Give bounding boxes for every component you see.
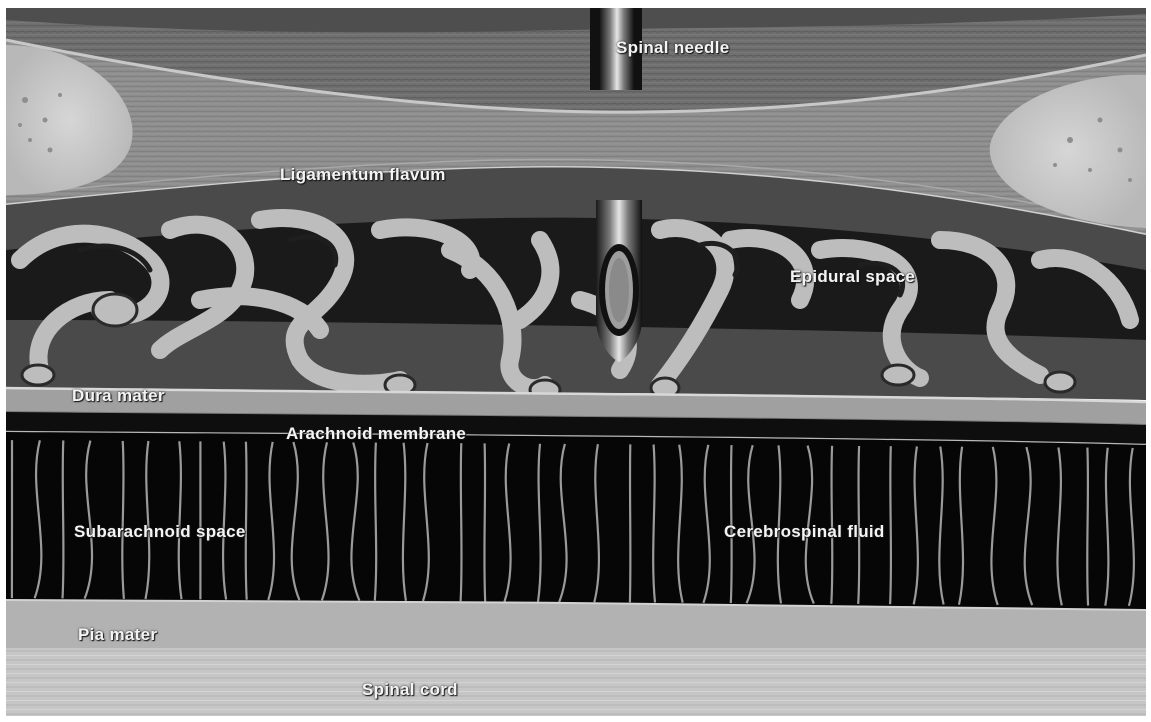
label-arachnoid-membrane: Arachnoid membrane [286,424,466,444]
subarachnoid-space-layer [6,432,1146,610]
label-dura-mater: Dura mater [72,386,165,406]
trabecula-strand [375,443,376,601]
label-pia-mater: Pia mater [78,625,157,645]
label-ligamentum-flavum: Ligamentum flavum [280,165,446,185]
spinal-cord-layer [6,648,1146,716]
pia-mater-layer [6,600,1146,652]
trabecula-strand [653,445,655,603]
trabecula-strand [63,440,64,598]
trabecula-strand [630,444,631,602]
trabecula-strand [122,441,124,599]
label-subarachnoid-space: Subarachnoid space [74,522,246,542]
label-spinal-needle: Spinal needle [616,38,730,58]
trabecula-strand [484,443,485,601]
trabecula-strand [1087,448,1088,606]
trabecula-strand [246,442,247,600]
label-spinal-cord: Spinal cord [362,680,458,700]
label-cerebrospinal-fluid: Cerebrospinal fluid [724,522,885,542]
label-epidural-space: Epidural space [790,267,915,287]
trabecula-strand [461,443,462,601]
trabecula-strand [890,446,891,604]
